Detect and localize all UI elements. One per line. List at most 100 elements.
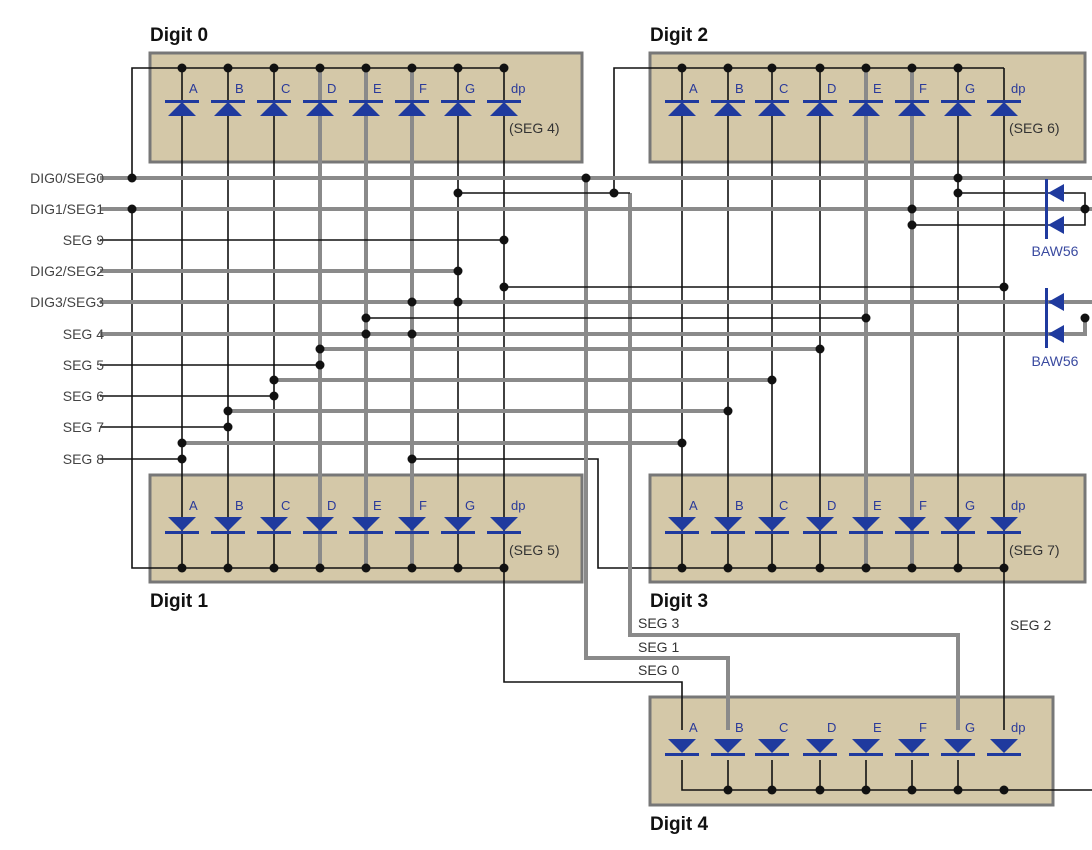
segment-label-c: C bbox=[281, 81, 290, 96]
net-label-seg3: SEG 3 bbox=[638, 615, 679, 631]
diode-bar bbox=[987, 753, 1021, 756]
junction-dot bbox=[453, 297, 463, 307]
segment-label-dp: dp bbox=[1011, 81, 1025, 96]
segment-label-c: C bbox=[779, 720, 788, 735]
junction-dot bbox=[361, 563, 371, 573]
diode-triangle bbox=[714, 739, 742, 753]
diode-triangle bbox=[398, 102, 426, 116]
led-diode-icon bbox=[487, 100, 521, 116]
junction-dot bbox=[269, 375, 279, 385]
diode-bar bbox=[895, 531, 929, 534]
junction-dot bbox=[815, 563, 825, 573]
junction-dot bbox=[177, 63, 187, 73]
junction-dot bbox=[953, 563, 963, 573]
row-label: SEG 8 bbox=[63, 451, 104, 467]
junction-dot bbox=[815, 785, 825, 795]
diode-bar bbox=[803, 753, 837, 756]
junction-dot bbox=[177, 454, 187, 464]
diode-bar bbox=[803, 531, 837, 534]
junction-dot bbox=[953, 785, 963, 795]
diode-triangle bbox=[214, 102, 242, 116]
segment-label-b: B bbox=[235, 498, 244, 513]
junction-dot bbox=[1080, 204, 1090, 214]
diode-bar bbox=[987, 531, 1021, 534]
row-label: SEG 4 bbox=[63, 326, 104, 342]
led-diode-icon bbox=[711, 517, 745, 534]
junction-dot bbox=[407, 329, 417, 339]
led-diode-icon bbox=[987, 517, 1021, 534]
led-diode-icon bbox=[303, 100, 337, 116]
segment-label-d: D bbox=[827, 81, 836, 96]
junction-dot bbox=[223, 406, 233, 416]
row-line-seg4 bbox=[100, 318, 1087, 336]
junction-dot bbox=[269, 63, 279, 73]
net-label-seg1: SEG 1 bbox=[638, 639, 679, 655]
junction-dot bbox=[999, 785, 1009, 795]
segment-label-g: G bbox=[965, 81, 975, 96]
junction-dot bbox=[453, 266, 463, 276]
segment-label-a: A bbox=[189, 498, 198, 513]
diode-bar bbox=[257, 531, 291, 534]
diode-triangle bbox=[758, 739, 786, 753]
led-diode-icon bbox=[257, 517, 291, 534]
junction-dot bbox=[499, 563, 509, 573]
row-label: DIG0/SEG0 bbox=[30, 170, 104, 186]
diode-bar bbox=[755, 531, 789, 534]
led-diode-icon bbox=[803, 517, 837, 534]
diode-bar bbox=[487, 100, 521, 103]
segment-label-g: G bbox=[965, 720, 975, 735]
led-diode-icon bbox=[987, 739, 1021, 756]
led-diode-icon bbox=[755, 100, 789, 116]
diode-triangle bbox=[490, 102, 518, 116]
led-diode-icon bbox=[755, 739, 789, 756]
junction-dot bbox=[907, 563, 917, 573]
diode-triangle bbox=[714, 517, 742, 531]
led-diode-icon bbox=[303, 517, 337, 534]
led-diode-icon bbox=[665, 100, 699, 116]
digit-title: Digit 2 bbox=[650, 25, 708, 46]
diode-triangle bbox=[168, 102, 196, 116]
dp-segment-note: (SEG 7) bbox=[1009, 542, 1060, 558]
diode-triangle bbox=[490, 517, 518, 531]
junction-dot bbox=[223, 563, 233, 573]
led-diode-icon bbox=[395, 100, 429, 116]
junction-dot bbox=[581, 173, 591, 183]
led-diode-icon bbox=[987, 100, 1021, 116]
diode-bar bbox=[849, 100, 883, 103]
segment-label-e: E bbox=[373, 81, 382, 96]
segment-label-a: A bbox=[689, 81, 698, 96]
junction-dot bbox=[315, 563, 325, 573]
diode-bar bbox=[441, 531, 475, 534]
junction-dot bbox=[223, 422, 233, 432]
diode-triangle bbox=[1048, 216, 1064, 234]
diode-bar bbox=[895, 100, 929, 103]
diode-bar bbox=[165, 100, 199, 103]
junction-dot bbox=[407, 63, 417, 73]
junction-dot bbox=[407, 563, 417, 573]
net-label-seg2: SEG 2 bbox=[1010, 617, 1051, 633]
junction-dot bbox=[269, 563, 279, 573]
diode-triangle bbox=[168, 517, 196, 531]
diode-bar bbox=[711, 100, 745, 103]
segment-label-dp: dp bbox=[511, 498, 525, 513]
junction-dot bbox=[677, 563, 687, 573]
diode-triangle bbox=[306, 102, 334, 116]
junction-dot bbox=[361, 329, 371, 339]
junction-dot bbox=[767, 375, 777, 385]
seg1-wire bbox=[584, 178, 730, 730]
segment-label-d: D bbox=[327, 81, 336, 96]
junction-dot bbox=[861, 563, 871, 573]
junction-dot bbox=[815, 63, 825, 73]
segment-label-f: F bbox=[919, 498, 927, 513]
diode-triangle bbox=[306, 517, 334, 531]
diode-bar bbox=[895, 753, 929, 756]
led-diode-icon bbox=[895, 517, 929, 534]
diode-bar bbox=[941, 100, 975, 103]
diode-triangle bbox=[806, 739, 834, 753]
junction-dot bbox=[453, 63, 463, 73]
junction-dot bbox=[315, 360, 325, 370]
led-diode-icon bbox=[895, 739, 929, 756]
diode-triangle bbox=[852, 739, 880, 753]
junction-dot bbox=[453, 188, 463, 198]
junction-dot bbox=[677, 438, 687, 448]
